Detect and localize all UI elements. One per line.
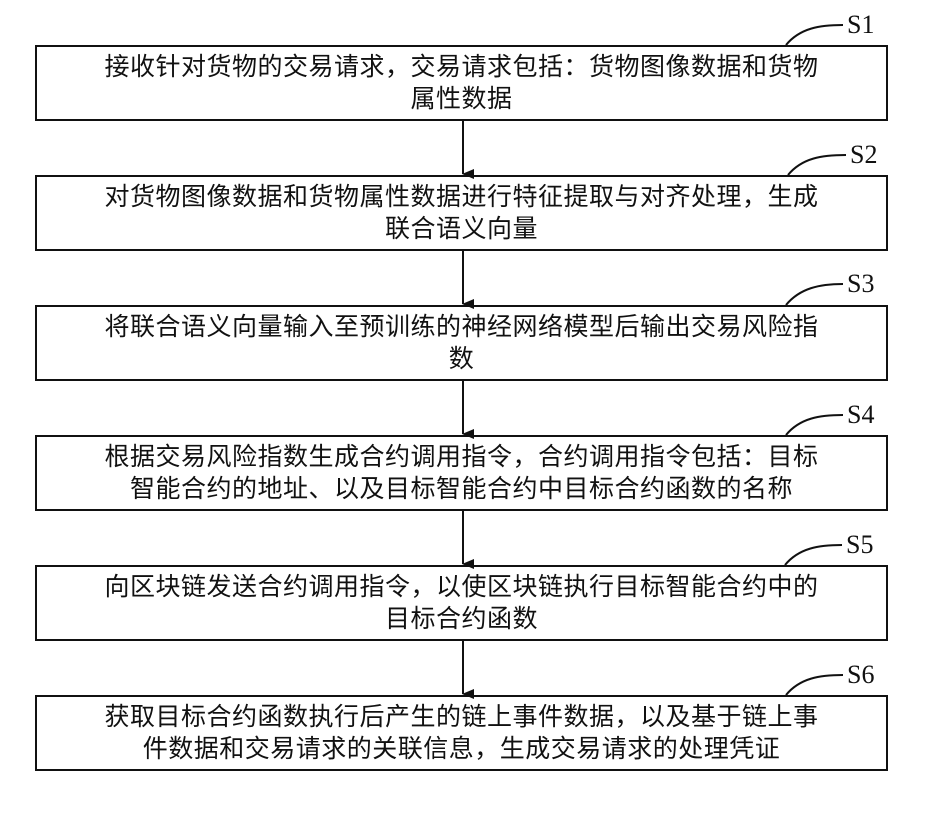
step-box-s2: 对货物图像数据和货物属性数据进行特征提取与对齐处理，生成 联合语义向量 [35, 175, 888, 251]
step-label-s4: S4 [847, 402, 874, 428]
step-box-s6: 获取目标合约函数执行后产生的链上事件数据，以及基于链上事 件数据和交易请求的关联… [35, 695, 888, 771]
step-s4-line-2: 智能合约的地址、以及目标智能合约中目标合约函数的名称 [130, 473, 793, 505]
leader-s1 [786, 25, 843, 45]
step-s2-line-2: 联合语义向量 [385, 213, 538, 245]
step-text-s2: 对货物图像数据和货物属性数据进行特征提取与对齐处理，生成 联合语义向量 [37, 177, 886, 249]
step-text-s6: 获取目标合约函数执行后产生的链上事件数据，以及基于链上事 件数据和交易请求的关联… [37, 697, 886, 769]
step-s6-line-1: 获取目标合约函数执行后产生的链上事件数据，以及基于链上事 [104, 701, 818, 733]
step-box-s4: 根据交易风险指数生成合约调用指令，合约调用指令包括：目标 智能合约的地址、以及目… [35, 435, 888, 511]
step-label-s2: S2 [850, 142, 877, 168]
step-text-s1: 接收针对货物的交易请求，交易请求包括：货物图像数据和货物 属性数据 [37, 47, 886, 119]
step-box-s5: 向区块链发送合约调用指令，以使区块链执行目标智能合约中的 目标合约函数 [35, 565, 888, 641]
step-box-s1: 接收针对货物的交易请求，交易请求包括：货物图像数据和货物 属性数据 [35, 45, 888, 121]
step-s3-line-1: 将联合语义向量输入至预训练的神经网络模型后输出交易风险指 [104, 311, 818, 343]
step-s3-line-2: 数 [449, 343, 475, 375]
step-label-s6: S6 [847, 662, 874, 688]
step-text-s5: 向区块链发送合约调用指令，以使区块链执行目标智能合约中的 目标合约函数 [37, 567, 886, 639]
step-label-s1: S1 [847, 12, 874, 38]
step-text-s3: 将联合语义向量输入至预训练的神经网络模型后输出交易风险指 数 [37, 307, 886, 379]
step-s6-line-2: 件数据和交易请求的关联信息，生成交易请求的处理凭证 [143, 733, 781, 765]
leader-s4 [786, 415, 843, 435]
step-text-s4: 根据交易风险指数生成合约调用指令，合约调用指令包括：目标 智能合约的地址、以及目… [37, 437, 886, 509]
step-s1-line-1: 接收针对货物的交易请求，交易请求包括：货物图像数据和货物 [104, 51, 818, 83]
step-s1-line-2: 属性数据 [410, 83, 512, 115]
step-label-s3: S3 [847, 271, 874, 297]
leader-s6 [786, 675, 843, 695]
leader-s5 [785, 545, 842, 565]
step-s5-line-1: 向区块链发送合约调用指令，以使区块链执行目标智能合约中的 [104, 571, 818, 603]
step-s4-line-1: 根据交易风险指数生成合约调用指令，合约调用指令包括：目标 [104, 441, 818, 473]
leader-s2 [788, 155, 846, 175]
leader-s3 [786, 284, 843, 305]
step-s2-line-1: 对货物图像数据和货物属性数据进行特征提取与对齐处理，生成 [104, 181, 818, 213]
step-label-s5: S5 [846, 532, 873, 558]
step-s5-line-2: 目标合约函数 [385, 603, 538, 635]
step-box-s3: 将联合语义向量输入至预训练的神经网络模型后输出交易风险指 数 [35, 305, 888, 381]
